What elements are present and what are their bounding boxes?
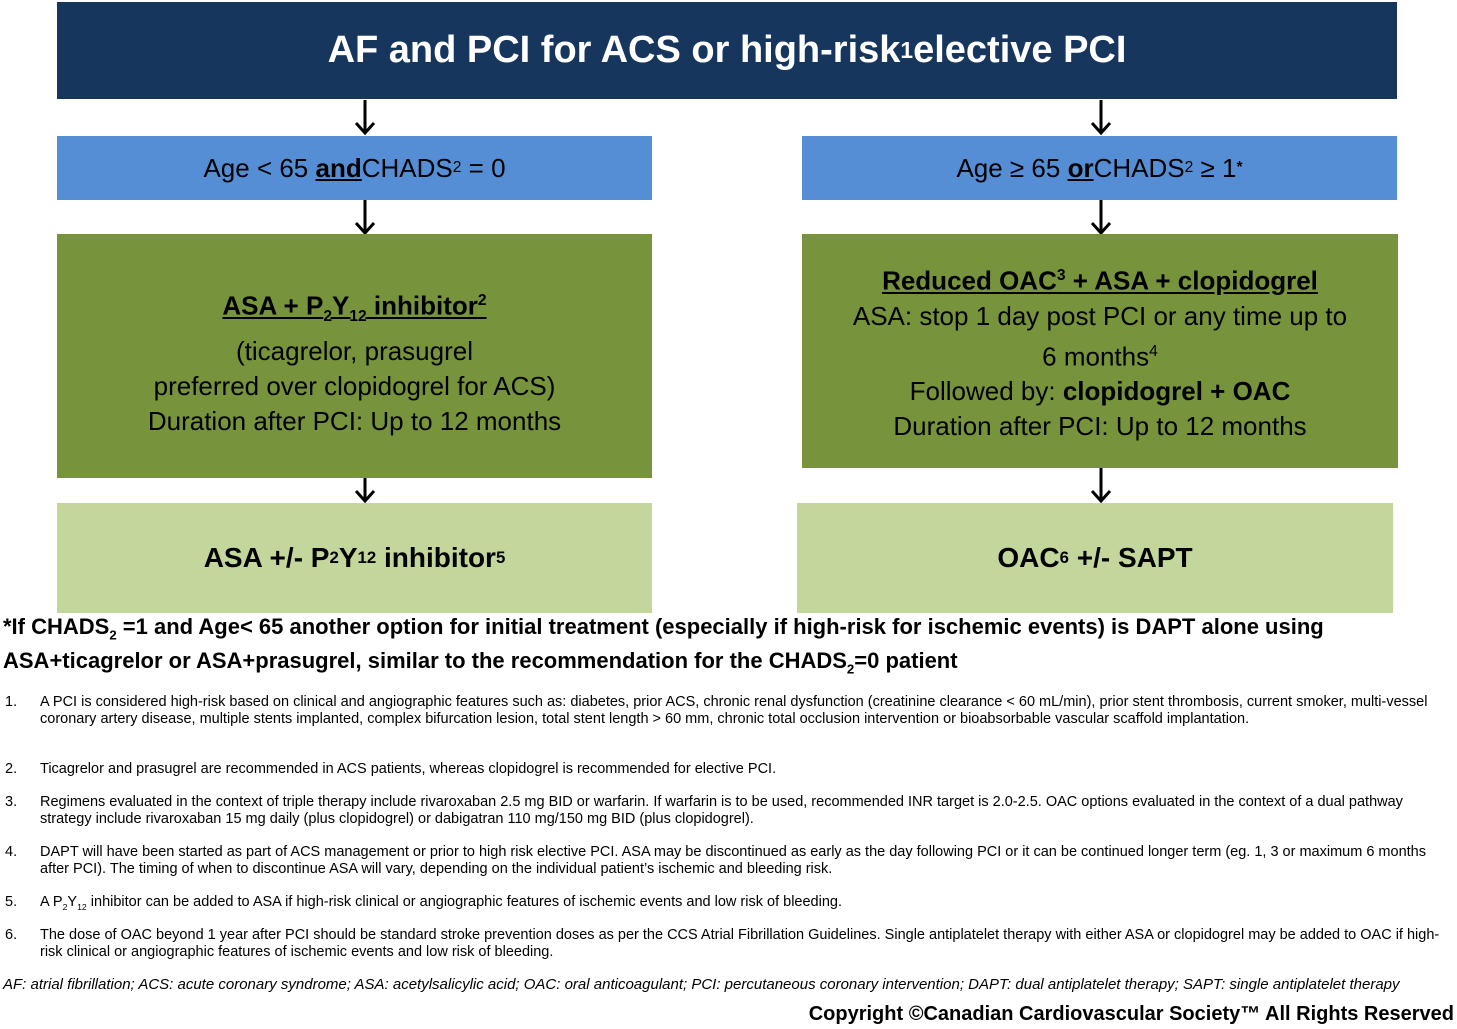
t: + ASA + clopidogrel	[1065, 265, 1318, 296]
s: 2	[477, 292, 487, 310]
therapy-line: (ticagrelor, prasugrel	[236, 335, 473, 366]
footnote-number: 1.	[5, 694, 18, 710]
sub: 2	[1184, 159, 1194, 176]
s: 12	[357, 548, 377, 567]
text: CHADS	[361, 152, 453, 183]
text: CHADS	[1093, 152, 1185, 183]
s: 6	[1059, 548, 1069, 567]
therapy-heading: ASA + P2Y12 inhibitor2	[222, 283, 486, 334]
text: and	[315, 152, 362, 183]
footnote: 1. A PCI is considered high-risk based on…	[5, 694, 1450, 727]
arrow-down-icon	[354, 100, 376, 136]
therapy-duration: Duration after PCI: Up to 12 months	[893, 411, 1307, 442]
footnote-text: A PCI is considered high-risk based on c…	[40, 694, 1428, 727]
s: 12	[77, 901, 87, 912]
footnote-text: The dose of OAC beyond 1 year after PCI …	[40, 927, 1440, 960]
footnote: 5. A P2Y12 inhibitor can be added to ASA …	[5, 894, 1450, 915]
t: inhibitor	[376, 542, 496, 573]
arrow-down-icon	[1090, 100, 1112, 136]
footnote-number: 3.	[5, 794, 18, 810]
title-text: AF and PCI for ACS or high-risk	[327, 29, 901, 71]
footnote-number: 6.	[5, 927, 18, 943]
text: Age < 65	[203, 152, 309, 183]
footnote-number: 5.	[5, 894, 18, 910]
t: inhibitor can be added to ASA if high-ri…	[86, 894, 842, 910]
t: Followed by:	[909, 376, 1063, 407]
t: Y	[332, 290, 350, 321]
therapy-line: ASA: stop 1 day post PCI or any time up …	[852, 300, 1348, 331]
therapy-line: Followed by: clopidogrel + OAC	[910, 374, 1291, 409]
footnote-text: Regimens evaluated in the context of tri…	[40, 794, 1403, 827]
s: 2	[109, 627, 117, 643]
t: OAC	[997, 542, 1060, 573]
footnote: 3. Regimens evaluated in the context of t…	[5, 794, 1450, 827]
right-therapy-box: Reduced OAC3 + ASA + clopidogrel ASA: st…	[802, 234, 1398, 468]
t: =0 patient	[854, 648, 958, 674]
t: clopidogrel + OAC	[1062, 376, 1291, 407]
text: = 0	[461, 152, 506, 183]
t: Y	[338, 542, 358, 573]
t: Reduced OAC	[882, 265, 1057, 296]
arrow-down-icon	[1090, 468, 1112, 504]
arrow-down-icon	[354, 200, 376, 236]
text: or	[1067, 152, 1094, 183]
footnote: 4. DAPT will have been started as part of…	[5, 844, 1450, 877]
t: *If CHADS	[3, 614, 110, 639]
t: ASA + P	[222, 290, 324, 321]
footnote-text: Ticagrelor and prasugrel are recommended…	[40, 761, 777, 777]
s: 5	[495, 548, 506, 567]
footnote-number: 4.	[5, 844, 18, 860]
therapy-line: 6 months4	[1042, 334, 1158, 375]
sub: 2	[452, 159, 462, 176]
footnote: 6. The dose of OAC beyond 1 year after PC…	[5, 927, 1450, 960]
s: 2	[62, 901, 68, 912]
copyright: Copyright ©Canadian Cardiovascular Socie…	[808, 1003, 1454, 1025]
title-sup: 1	[900, 37, 914, 63]
title-text-end: elective PCI	[913, 29, 1127, 71]
abbreviations: AF: atrial fibrillation; ACS: acute coro…	[3, 976, 1400, 993]
t: Y	[67, 894, 78, 910]
footnote: 2. Ticagrelor and prasugrel are recommend…	[5, 761, 1450, 778]
text: Age ≥ 65	[956, 152, 1061, 183]
sup: *	[1236, 159, 1243, 176]
chads-note: *If CHADS2 =1 and Age< 65 another option…	[3, 614, 1453, 683]
therapy-duration: Duration after PCI: Up to 12 months	[147, 405, 562, 436]
footnote-text: A P2Y12 inhibitor can be added to ASA if…	[40, 894, 842, 915]
footnote-text: DAPT will have been started as part of A…	[40, 844, 1426, 877]
t: +/- SAPT	[1068, 542, 1193, 573]
t: A P	[40, 894, 63, 910]
t: inhibitor	[366, 290, 478, 321]
arrow-down-icon	[1090, 200, 1112, 236]
t: 6 months	[1042, 341, 1150, 372]
s: 3	[1056, 266, 1066, 284]
s: 12	[349, 307, 367, 325]
s: 2	[323, 307, 332, 325]
t: =1 and Age< 65 another option for initia…	[3, 614, 1324, 674]
s: 4	[1149, 342, 1158, 360]
text: ≥ 1	[1193, 152, 1237, 183]
footnote-number: 2.	[5, 761, 18, 777]
left-therapy-box: ASA + P2Y12 inhibitor2 (ticagrelor, pras…	[57, 234, 652, 478]
therapy-heading: Reduced OAC3 + ASA + clopidogrel	[882, 258, 1318, 299]
t: ASA +/- P	[203, 542, 330, 573]
s: 2	[329, 548, 339, 567]
s: 2	[846, 661, 855, 677]
therapy-line: preferred over clopidogrel for ACS)	[153, 370, 556, 401]
